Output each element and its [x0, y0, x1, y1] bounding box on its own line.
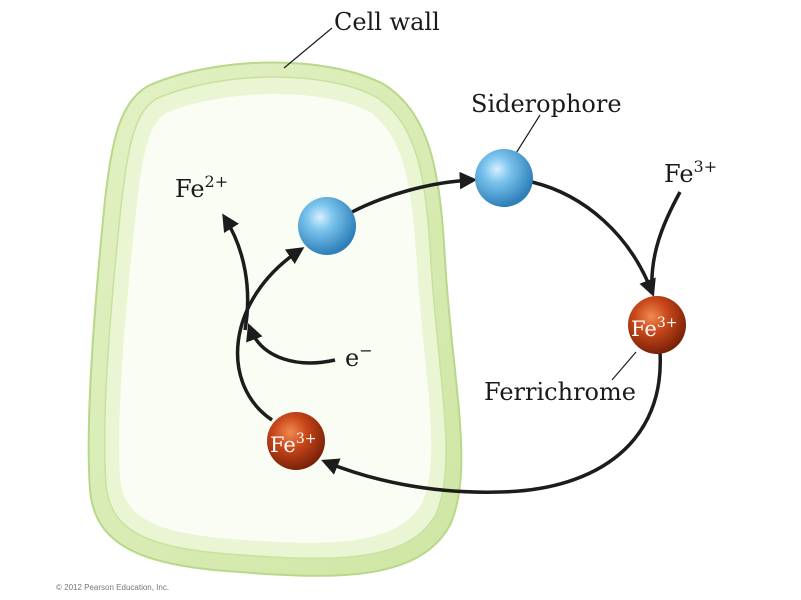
- leader-siderophore: [512, 114, 541, 159]
- label-ferrichrome-ball-sup: 3+: [657, 315, 678, 331]
- label-fe2-internal: Fe2+: [175, 172, 228, 203]
- arrow-fe2-release: [222, 213, 250, 331]
- arrow-siderophore-export: [351, 171, 478, 214]
- label-inner-ball-sup: 3+: [296, 431, 317, 447]
- copyright-notice: © 2012 Pearson Education, Inc.: [56, 583, 169, 592]
- arrow-electron-reduction: [246, 323, 336, 365]
- label-electron-base: e: [345, 344, 359, 372]
- arrow-ferrichrome-import: [321, 351, 662, 494]
- ferrichrome-ball: [628, 296, 686, 354]
- label-inner-ball-base: Fe: [270, 433, 296, 457]
- label-electron-sup: −: [359, 341, 372, 360]
- leader-ferrichrome: [611, 351, 637, 381]
- label-fe3-external-base: Fe: [664, 160, 694, 188]
- label-ferrichrome: Ferrichrome: [484, 378, 636, 406]
- arrow-fe3-binding: [650, 191, 682, 293]
- label-fe3-external: Fe3+: [664, 157, 717, 188]
- label-ferrichrome-ball: Fe3+: [631, 315, 678, 341]
- label-fe2-internal-sup: 2+: [205, 172, 229, 191]
- siderophore-outer-ball: [475, 149, 533, 207]
- label-cell-wall: Cell wall: [334, 8, 440, 36]
- label-electron: e−: [345, 341, 373, 372]
- inner-fe3-ball: [267, 412, 325, 470]
- label-inner-ball: Fe3+: [270, 431, 317, 457]
- arrow-siderophore-to-ferrichrome: [531, 180, 656, 297]
- arrow-siderophore-recycle: [235, 247, 305, 422]
- label-ferrichrome-ball-base: Fe: [631, 317, 657, 341]
- leader-cell-wall: [283, 27, 333, 69]
- label-fe2-internal-base: Fe: [175, 175, 205, 203]
- cytoplasm: [119, 94, 432, 543]
- label-fe3-external-sup: 3+: [694, 157, 718, 176]
- label-siderophore: Siderophore: [471, 90, 622, 118]
- siderophore-inner-ball: [298, 197, 356, 255]
